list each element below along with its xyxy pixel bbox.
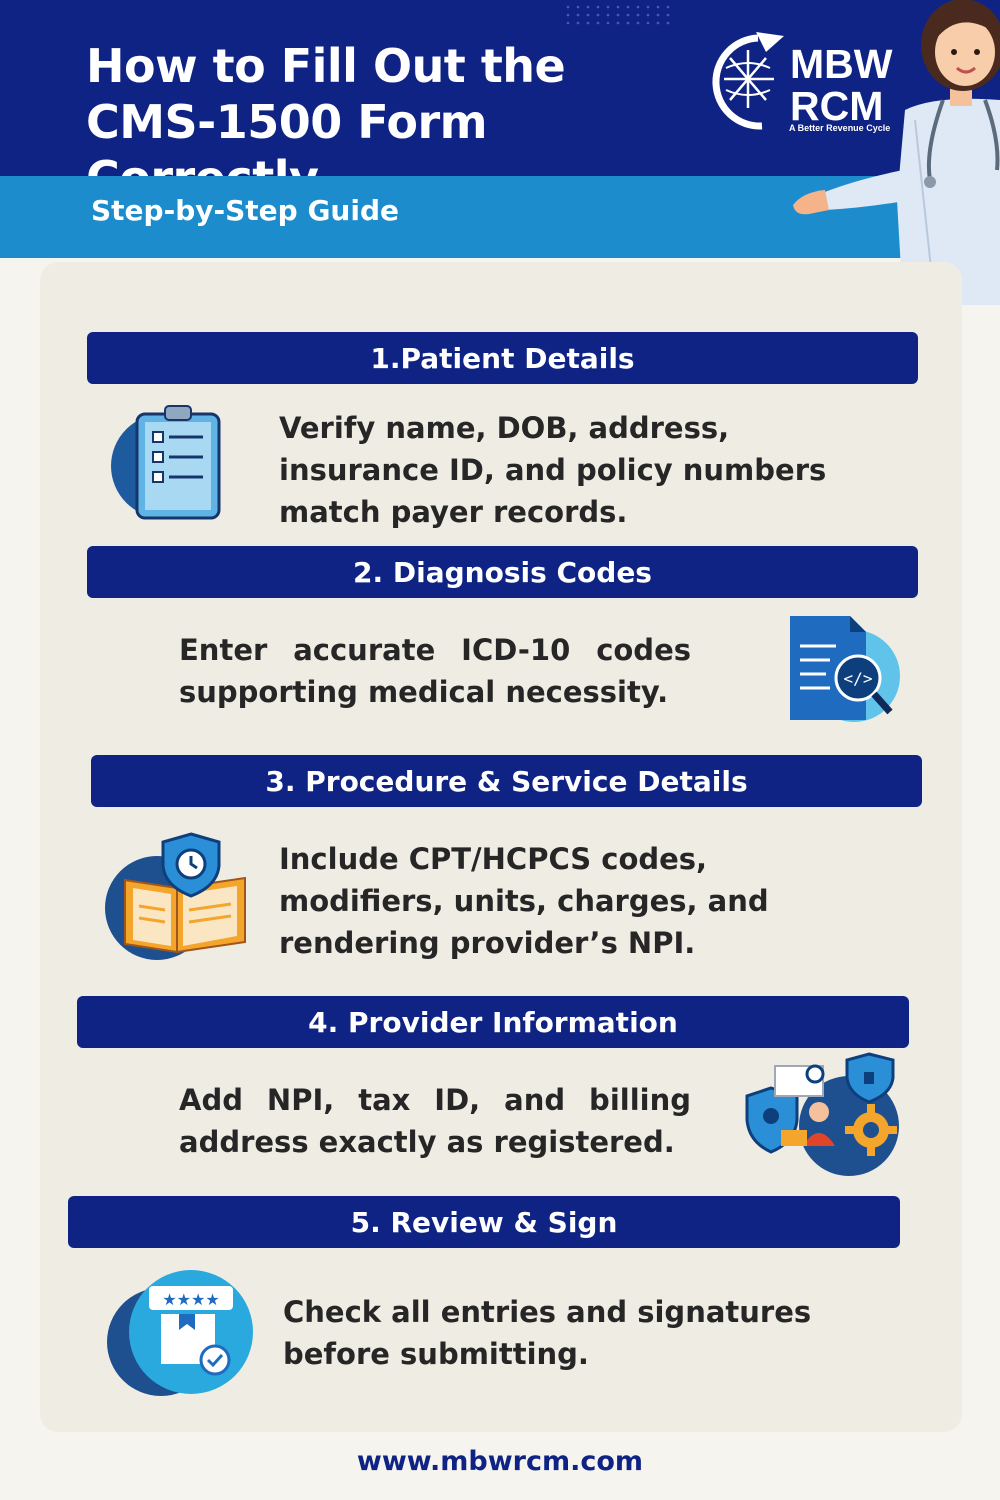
step-1-heading: 1.Patient Details	[87, 332, 918, 384]
code-document-icon: </>	[790, 616, 900, 722]
svg-text:</>: </>	[844, 669, 873, 688]
brand-logo: MBW RCM A Better Revenue Cycle	[700, 28, 900, 138]
decorative-dots	[566, 5, 670, 25]
book-shield-icon	[105, 832, 246, 960]
step-3-heading: 3. Procedure & Service Details	[91, 755, 922, 807]
provider-security-icon	[745, 1052, 899, 1176]
header-band	[0, 0, 1000, 176]
step-2-heading: 2. Diagnosis Codes	[87, 546, 918, 598]
step-5-heading: 5. Review & Sign	[68, 1196, 900, 1248]
doctor-illustration	[793, 0, 1000, 305]
step-4-heading: 4. Provider Information	[77, 996, 909, 1048]
page-subtitle: Step-by-Step Guide	[91, 194, 399, 227]
logo-word-mbw: MBW	[790, 41, 893, 87]
globe-swoosh-icon	[712, 32, 784, 130]
svg-text:★★★★: ★★★★	[162, 1290, 219, 1309]
logo-word-rcm: RCM	[790, 83, 884, 129]
step-2-text: Enter accurate ICD-10 codes supporting m…	[179, 633, 691, 709]
page-title: How to Fill Out the CMS-1500 Form Correc…	[86, 39, 566, 205]
review-rating-icon: ★★★★	[107, 1270, 253, 1396]
step-4-text: Add NPI, tax ID, and billing address exa…	[179, 1083, 691, 1159]
logo-tagline: A Better Revenue Cycle	[789, 123, 891, 133]
step-3-text: Include CPT/HCPCS codes, modifiers, unit…	[279, 842, 769, 960]
step-5-text: Check all entries and signatures before …	[283, 1295, 812, 1371]
step-1-text: Verify name, DOB, address, insurance ID,…	[279, 411, 827, 529]
website-link[interactable]: www.mbwrcm.com	[356, 1446, 644, 1477]
clipboard-checklist-icon	[111, 405, 221, 520]
